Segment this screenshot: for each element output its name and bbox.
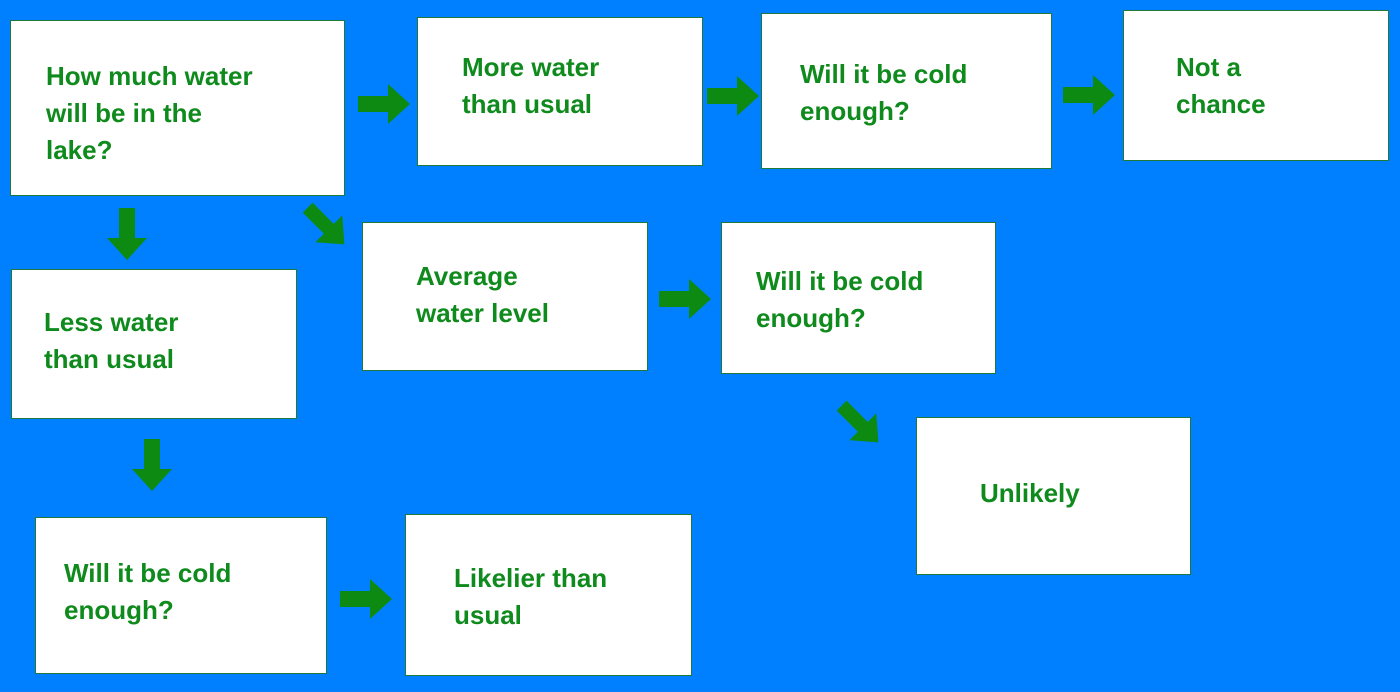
node-cold-average-label: Will it be cold enough? xyxy=(756,266,924,333)
arrow-right-icon xyxy=(707,76,759,116)
node-more-water: More water than usual xyxy=(417,17,703,166)
arrow-right-icon xyxy=(340,579,392,619)
arrow-right-icon xyxy=(1063,75,1115,115)
node-likelier-label: Likelier than usual xyxy=(454,563,608,630)
node-less-water: Less water than usual xyxy=(11,269,297,419)
arrow-diagonal-icon xyxy=(302,202,345,245)
node-question-water: How much water will be in the lake? xyxy=(10,20,345,196)
node-cold-less-label: Will it be cold enough? xyxy=(64,558,232,625)
node-unlikely: Unlikely xyxy=(916,417,1191,575)
arrow-down-icon xyxy=(107,208,147,260)
node-cold-less: Will it be cold enough? xyxy=(35,517,327,674)
node-unlikely-label: Unlikely xyxy=(980,478,1080,508)
arrow-right-icon xyxy=(659,279,711,319)
arrow-down-icon xyxy=(132,439,172,491)
node-average-level-label: Average water level xyxy=(416,261,549,328)
node-average-level: Average water level xyxy=(362,222,648,371)
node-more-water-label: More water than usual xyxy=(462,52,600,119)
node-cold-more-label: Will it be cold enough? xyxy=(800,59,968,126)
arrow-diagonal-icon xyxy=(836,400,879,443)
node-less-water-label: Less water than usual xyxy=(44,307,179,374)
node-not-a-chance-label: Not a chance xyxy=(1176,52,1266,119)
node-question-water-label: How much water will be in the lake? xyxy=(46,61,253,165)
node-cold-average: Will it be cold enough? xyxy=(721,222,996,374)
arrow-right-icon xyxy=(358,84,410,124)
node-cold-more: Will it be cold enough? xyxy=(761,13,1052,169)
node-likelier: Likelier than usual xyxy=(405,514,692,676)
node-not-a-chance: Not a chance xyxy=(1123,10,1389,161)
